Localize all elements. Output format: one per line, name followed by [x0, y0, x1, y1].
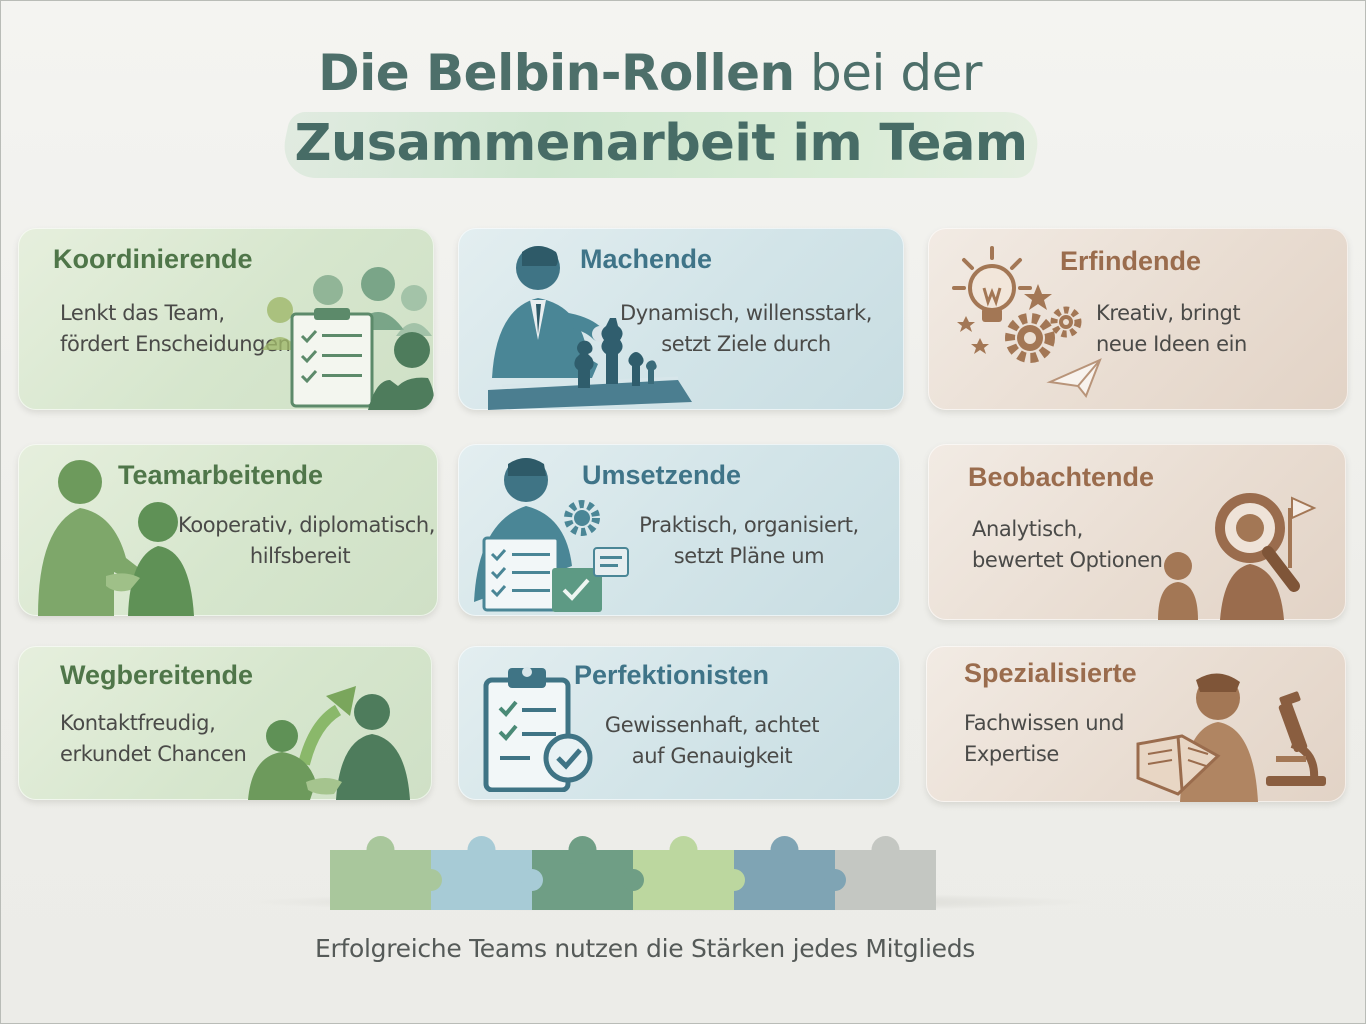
role-title: Koordinierende: [53, 244, 253, 274]
role-card-koordinierende: Koordinierende Lenkt das Team, fördert E…: [18, 228, 434, 410]
role-card-beobachtende: Beobachtende Analytisch, bewertet Option…: [928, 444, 1346, 620]
role-title: Wegbereitende: [60, 660, 254, 690]
role-description: Praktisch, organisiert, setzt Pläne um: [639, 513, 859, 568]
puzzle-tab: [669, 836, 698, 864]
puzzle-tab: [770, 836, 799, 864]
role-title: Perfektionisten: [574, 660, 770, 690]
role-title: Spezialisierte: [964, 658, 1137, 688]
role-description: Kooperativ, diplomatisch, hilfsbereit: [178, 513, 436, 568]
role-card-erfindende: Erfindende Kreativ, bringt neue Ideen ei…: [928, 228, 1348, 410]
handshake-icon: [38, 460, 194, 616]
role-card-machende: Machende Dynamisch, willensstark, setzt …: [458, 228, 904, 410]
role-card-wegbereitende: Wegbereitende Kontaktfreudig, erkundet C…: [18, 646, 432, 800]
puzzle-knob: [622, 869, 644, 891]
chess-player-icon: [488, 246, 692, 410]
title-weak: bei der: [810, 44, 982, 102]
role-card-teamarbeitende: Teamarbeitende Kooperativ, diplomatisch,…: [18, 444, 438, 616]
puzzle-tab: [871, 836, 900, 864]
page-subtitle: Zusammenarbeit im Team: [294, 114, 1028, 173]
puzzle-strip-icon: [330, 836, 936, 910]
role-description: Gewissenhaft, achtet auf Genauigkeit: [604, 713, 820, 768]
team-checklist-icon: [262, 267, 434, 410]
role-card-spezialisierte: Spezialisierte Fachwissen und Expertise: [926, 646, 1346, 802]
role-card-perfektionisten: Perfektionisten Gewissenhaft, achtet auf…: [458, 646, 900, 800]
role-title: Erfindende: [1060, 246, 1202, 276]
planner-checklist-icon: [474, 458, 629, 612]
role-title: Teamarbeitende: [118, 460, 324, 490]
reader-microscope-icon: [1136, 673, 1326, 802]
puzzle-knob: [521, 869, 543, 891]
role-card-umsetzende: Umsetzende Praktisch, organisiert, setzt…: [458, 444, 900, 616]
role-description: Dynamisch, willensstark, setzt Ziele dur…: [620, 301, 872, 356]
role-title: Umsetzende: [582, 460, 742, 490]
magnifier-person-icon: [1158, 493, 1317, 620]
role-description: Lenkt das Team, fördert Enscheidungen: [60, 301, 291, 356]
role-description: Kontaktfreudig, erkundet Chancen: [60, 711, 247, 766]
growth-arrow-handshake-icon: [248, 686, 410, 800]
role-description: Fachwissen und Expertise: [964, 711, 1125, 766]
role-description: Analytisch, bewertet Optionen: [972, 517, 1163, 572]
puzzle-knob: [824, 869, 846, 891]
role-description: Kreativ, bringt neue Ideen ein: [1096, 301, 1247, 356]
role-title: Machende: [580, 244, 713, 274]
puzzle-tab: [467, 836, 496, 864]
clipboard-check-icon: [483, 667, 593, 792]
puzzle-knob: [420, 869, 442, 891]
page-title: Die Belbin-Rollen bei der: [0, 44, 1300, 102]
role-title: Beobachtende: [968, 462, 1155, 492]
footer-tagline: Erfolgreiche Teams nutzen die Stärken je…: [315, 934, 975, 963]
puzzle-tab: [568, 836, 597, 864]
puzzle-tab: [366, 836, 395, 864]
puzzle-knob: [723, 869, 745, 891]
lightbulb-gears-icon: [952, 246, 1102, 398]
title-strong: Die Belbin-Rollen: [318, 44, 795, 102]
